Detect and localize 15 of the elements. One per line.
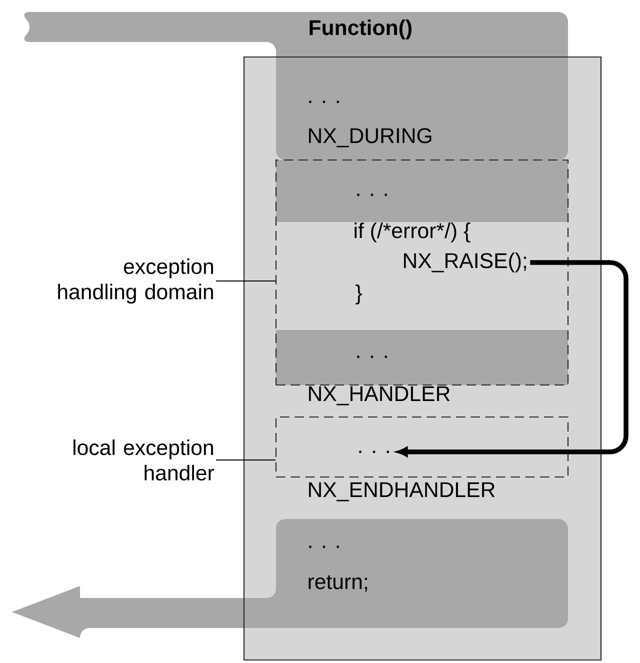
- function-title: Function(): [310, 20, 412, 40]
- code-line: NX_ENDHANDLER: [309, 482, 495, 502]
- code-line: if (/*error*/) {: [354, 222, 470, 242]
- callout-label: local exception handler: [74, 440, 214, 480]
- code-line: . . .: [357, 356, 387, 358]
- code-line: }: [356, 284, 362, 304]
- code-line: NX_DURING: [309, 128, 432, 148]
- leader-line: [216, 280, 276, 282]
- code-line: . . .: [309, 100, 339, 103]
- code-line: . . .: [309, 546, 339, 548]
- leader-line: [216, 459, 276, 461]
- callout-label: exception handling domain: [58, 258, 213, 304]
- code-line: . . .: [359, 450, 389, 453]
- code-line: . . .: [357, 194, 387, 196]
- code-line: return;: [308, 575, 367, 592]
